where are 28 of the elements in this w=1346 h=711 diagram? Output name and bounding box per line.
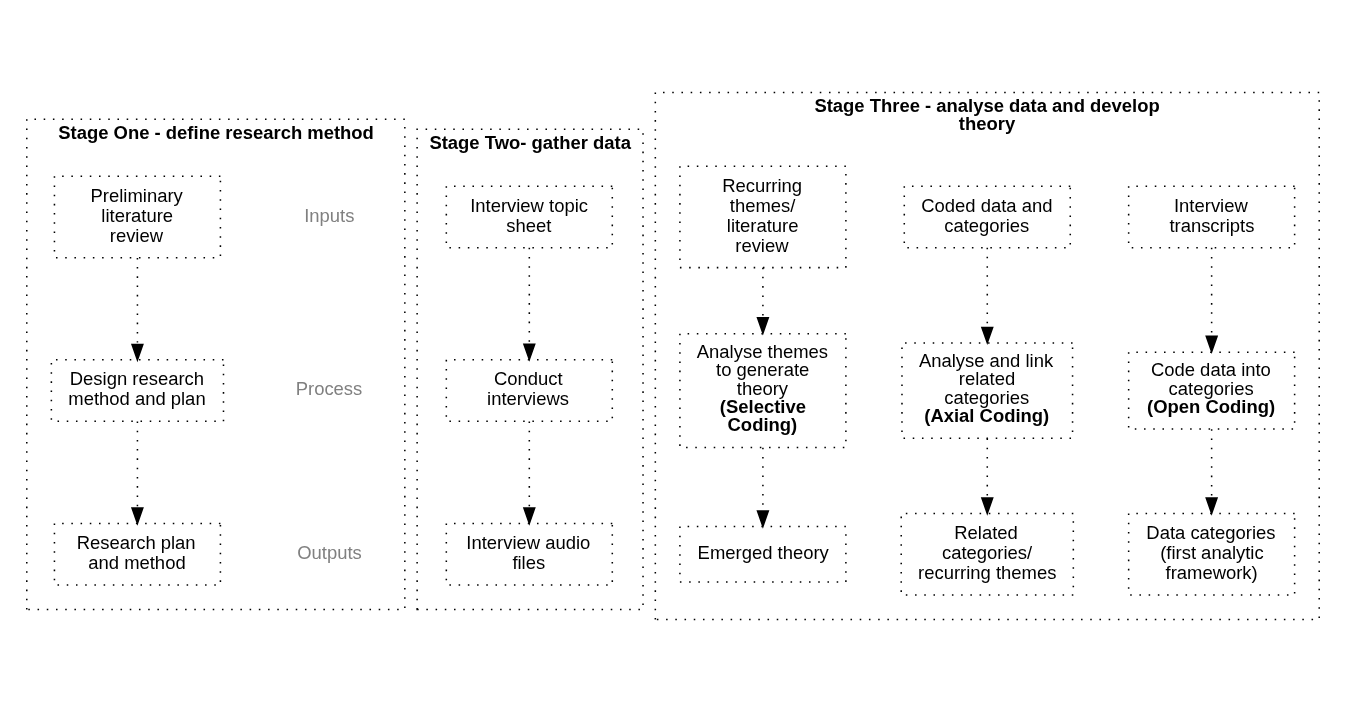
node-box: Analyse themes to generate theory (Selective Coding) [679, 332, 847, 448]
node-box: Coded data and categories [903, 184, 1072, 248]
label: Inputs [304, 204, 355, 226]
node-box: Interview topic sheet [445, 184, 614, 248]
label: Process [295, 377, 363, 399]
arrow [756, 266, 770, 336]
node-box: Preliminary literature review [53, 174, 222, 258]
arrow [130, 256, 144, 362]
label: Outputs [297, 541, 362, 563]
arrow [1205, 246, 1219, 354]
node-box: Research plan and method [53, 522, 222, 586]
node-box: Analyse and link related categories (Axial Coding) [901, 341, 1074, 439]
node-box: Interview audio files [445, 522, 614, 586]
node-box: Conduct interviews [445, 358, 614, 422]
node-box: Emerged theory [679, 525, 847, 583]
node-box: Design research method and plan [50, 358, 225, 422]
arrow [1205, 428, 1219, 516]
node-box: Data categories (first analytic framework) [1127, 512, 1296, 596]
arrow [130, 420, 144, 526]
arrow [980, 246, 994, 345]
arrow [522, 246, 536, 362]
node-box: Recurring themes/ literature review [679, 164, 847, 268]
node-box: Interview transcripts [1127, 184, 1296, 248]
arrow [756, 446, 770, 529]
arrow [522, 420, 536, 526]
node-box: Related categories/ recurring themes [900, 512, 1075, 596]
node-box: Code data into categories (Open Coding) [1127, 350, 1296, 430]
arrow [980, 437, 994, 516]
